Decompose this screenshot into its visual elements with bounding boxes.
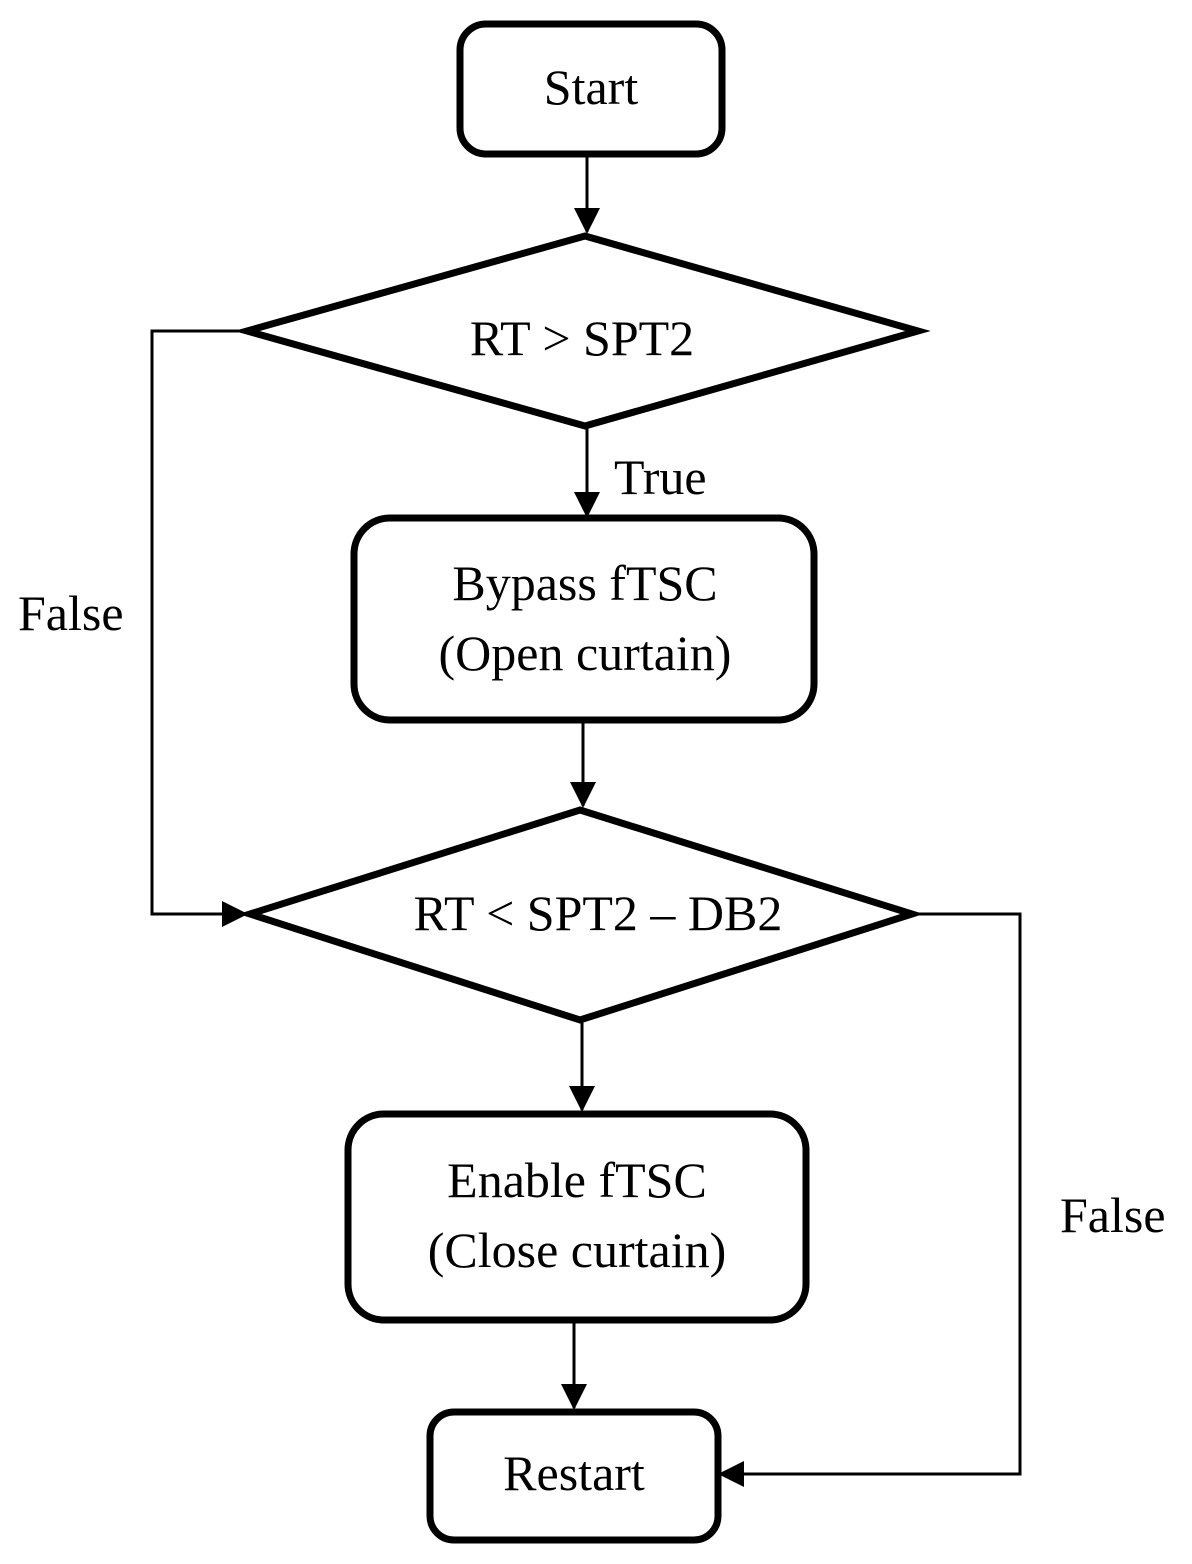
- arrowhead-bypass: [574, 492, 600, 518]
- edge-label-false-right: False: [1060, 1187, 1166, 1243]
- bypass-node: Bypass fTSC (Open curtain): [350, 514, 818, 724]
- start-node: Start: [456, 20, 726, 158]
- decision1-label: RT > SPT2: [470, 310, 694, 366]
- connectors: [150, 155, 1022, 1487]
- decision2-node: RT < SPT2 – DB2: [238, 806, 924, 1024]
- enable-label-line2: (Close curtain): [428, 1222, 727, 1278]
- edge-decision2-false: [720, 912, 1022, 1476]
- arrowhead-enable: [569, 1086, 595, 1112]
- arrowhead-restart-top: [561, 1384, 587, 1410]
- enable-node: Enable fTSC (Close curtain): [344, 1110, 810, 1324]
- edge-label-false-left: False: [18, 585, 124, 641]
- edge-label-true: True: [614, 449, 707, 505]
- start-label: Start: [544, 59, 639, 115]
- restart-node: Restart: [426, 1408, 722, 1544]
- arrowhead-restart-right: [718, 1461, 744, 1487]
- bypass-label-line2: (Open curtain): [439, 625, 732, 681]
- arrowhead-decision1: [574, 208, 600, 234]
- enable-label-line1: Enable fTSC: [447, 1152, 707, 1208]
- bypass-label-line1: Bypass fTSC: [452, 555, 717, 611]
- restart-label: Restart: [503, 1445, 645, 1501]
- arrowhead-decision2-top: [570, 782, 596, 808]
- decision2-label: RT < SPT2 – DB2: [414, 885, 783, 941]
- decision1-node: RT > SPT2: [234, 232, 931, 430]
- arrowhead-decision2-left: [222, 901, 248, 927]
- edge-decision1-false: [150, 329, 247, 916]
